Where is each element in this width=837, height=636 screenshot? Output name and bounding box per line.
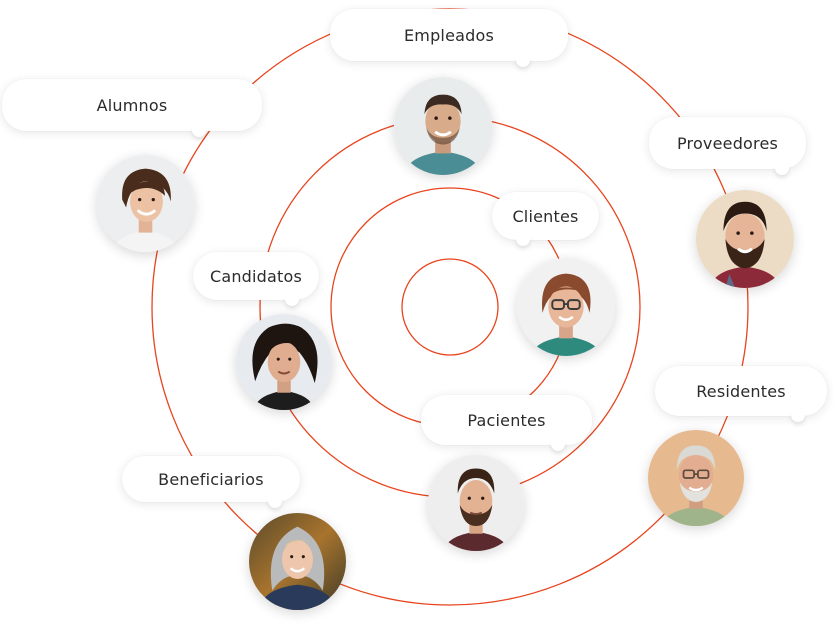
empleado-avatar bbox=[394, 77, 492, 175]
proveedor-avatar bbox=[696, 190, 794, 288]
label-alumnos-text: Alumnos bbox=[96, 95, 168, 115]
paciente-avatar bbox=[428, 455, 524, 551]
label-pacientes: Pacientes bbox=[421, 395, 592, 451]
candidato-avatar bbox=[236, 314, 332, 410]
label-residentes: Residentes bbox=[655, 366, 827, 422]
label-beneficiarios-text: Beneficiarios bbox=[158, 469, 264, 489]
residente-avatar bbox=[648, 430, 744, 526]
label-alumnos: Alumnos bbox=[2, 79, 262, 137]
label-candidatos-text: Candidatos bbox=[209, 266, 303, 286]
beneficiario-avatar bbox=[249, 513, 346, 610]
innermost-ring bbox=[401, 258, 499, 356]
label-proveedores: Proveedores bbox=[649, 117, 806, 175]
label-clientes-text: Clientes bbox=[512, 206, 579, 226]
label-pacientes-text: Pacientes bbox=[467, 410, 546, 430]
label-proveedores-text: Proveedores bbox=[676, 133, 779, 153]
label-empleados: Empleados bbox=[330, 9, 568, 67]
cliente-avatar bbox=[517, 258, 615, 356]
alumno-avatar bbox=[97, 155, 194, 252]
label-candidatos: Candidatos bbox=[193, 252, 319, 306]
label-beneficiarios: Beneficiarios bbox=[122, 456, 300, 508]
label-clientes: Clientes bbox=[492, 192, 599, 246]
label-residentes-text: Residentes bbox=[696, 381, 786, 401]
label-empleados-text: Empleados bbox=[403, 25, 495, 45]
